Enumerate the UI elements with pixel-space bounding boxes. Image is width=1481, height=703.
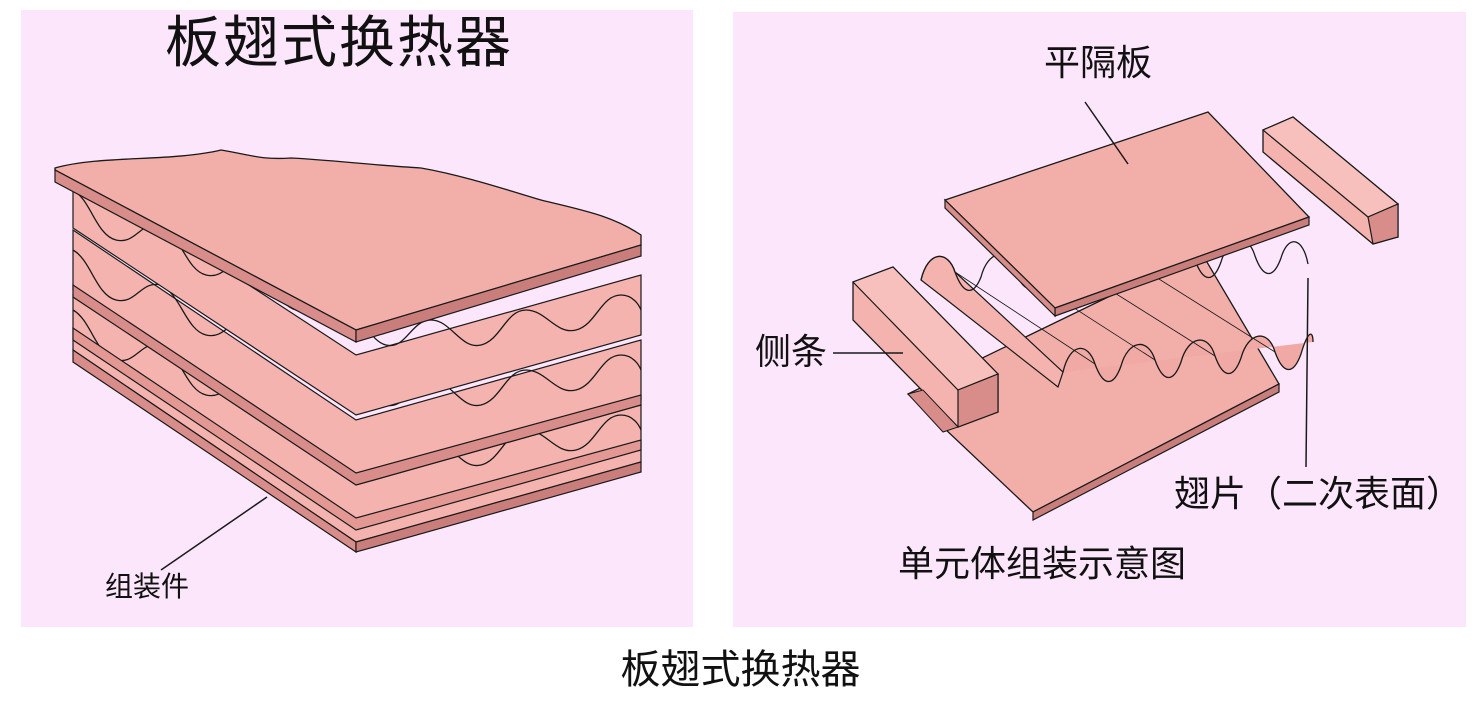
figure-caption: 板翅式换热器 bbox=[620, 647, 861, 693]
unit-exploded-drawing bbox=[833, 101, 1400, 521]
assembly-label: 组装件 bbox=[105, 570, 190, 603]
assembly-leader-line bbox=[160, 496, 268, 571]
plate-fin-stack-drawing bbox=[54, 149, 642, 571]
plate-bottom bbox=[72, 326, 642, 554]
plate-leader-line bbox=[1084, 101, 1129, 165]
unit-label: 单元体组装示意图 bbox=[898, 544, 1187, 585]
left-side-bar bbox=[851, 266, 1000, 433]
bottom-plate bbox=[906, 251, 1280, 521]
plate-middle bbox=[72, 283, 642, 486]
assembly-illustration-panel: 板翅式换热器 bbox=[21, 10, 693, 627]
flat-separator-plate bbox=[943, 111, 1311, 318]
right-side-bar bbox=[1261, 116, 1400, 245]
plate-label: 平隔板 bbox=[1044, 43, 1153, 84]
assembly-title: 板翅式换热器 bbox=[165, 11, 513, 76]
fin-leader-line bbox=[1305, 277, 1309, 468]
fin-label: 翅片（二次表面） bbox=[1174, 474, 1463, 515]
plate-top-torn bbox=[54, 149, 642, 343]
side-bar-label: 侧条 bbox=[755, 332, 828, 373]
unit-exploded-panel: 平隔板 侧条 翅片（二次表面） 单元体组装示意图 bbox=[733, 12, 1466, 627]
